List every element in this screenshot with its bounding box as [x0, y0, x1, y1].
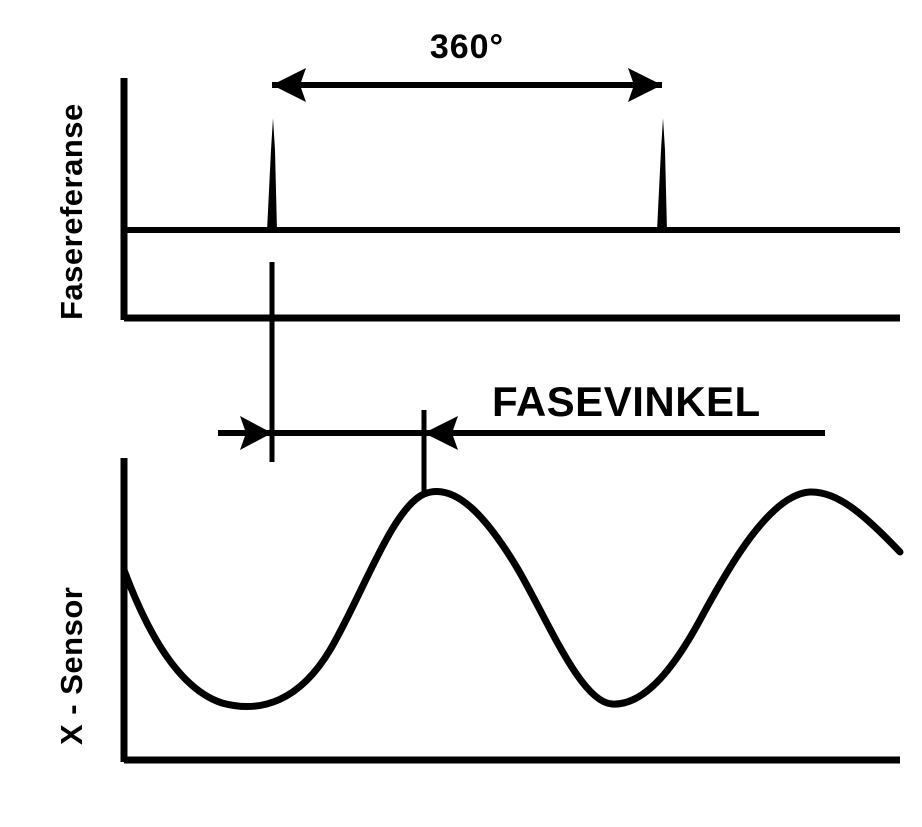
- cycle-arrowhead-left: [272, 68, 306, 102]
- degrees-label: 360°: [430, 28, 504, 66]
- phase-angle-dimension: FASEVINKEL: [218, 378, 825, 497]
- cycle-dimension-360: 360°: [272, 28, 662, 102]
- reference-pulse-1: [267, 118, 277, 231]
- phase-arrowhead-left: [424, 416, 458, 450]
- cycle-arrowhead-right: [628, 68, 662, 102]
- phase-angle-label: FASEVINKEL: [492, 378, 761, 425]
- top-panel-y-axis-label: Fasereferanse: [54, 103, 89, 320]
- x-sensor-waveform: [120, 488, 904, 710]
- reference-pulse-2: [657, 118, 667, 231]
- phase-arrowhead-right: [240, 416, 272, 450]
- bottom-panel-y-axis-label: X - Sensor: [54, 587, 89, 745]
- top-panel: [120, 78, 900, 462]
- bottom-panel: [120, 458, 904, 764]
